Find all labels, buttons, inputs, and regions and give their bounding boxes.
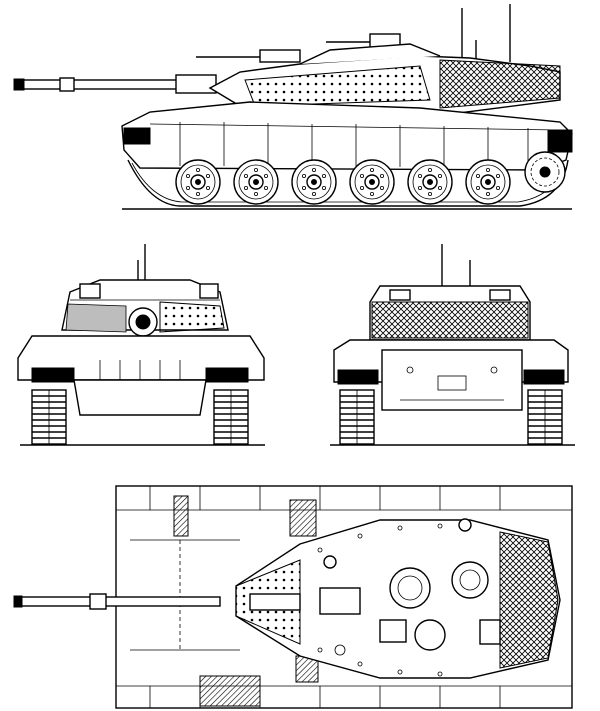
main-gun-barrel — [19, 596, 221, 607]
tank-front-view-icon — [17, 244, 265, 446]
side-view — [0, 0, 600, 220]
road-wheel — [233, 159, 279, 205]
side-skirts — [149, 122, 561, 168]
tank-top-view-icon — [13, 485, 573, 709]
hull — [17, 335, 265, 381]
left-track — [31, 389, 67, 445]
road-wheel — [465, 159, 511, 205]
gun-mantlet — [175, 74, 217, 94]
right-track — [527, 389, 563, 445]
commander-hatch — [389, 567, 431, 609]
road-wheel — [175, 159, 221, 205]
main-gun-barrel — [19, 79, 181, 90]
right-track — [213, 389, 249, 445]
turret-bustle-basket — [371, 301, 529, 339]
grille — [173, 495, 189, 537]
road-wheel — [407, 159, 453, 205]
turret-bustle-basket — [439, 59, 561, 109]
road-wheel — [291, 159, 337, 205]
loader-hatch — [451, 561, 489, 599]
turret-bustle-basket — [499, 531, 559, 669]
front-view — [10, 240, 275, 455]
left-track — [339, 389, 375, 445]
top-view — [0, 480, 600, 711]
road-wheel — [349, 159, 395, 205]
rear-door — [381, 349, 523, 411]
tank-side-view-icon — [13, 4, 573, 210]
hull — [121, 101, 573, 171]
rear-view — [320, 240, 585, 455]
tank-rear-view-icon — [330, 244, 575, 446]
